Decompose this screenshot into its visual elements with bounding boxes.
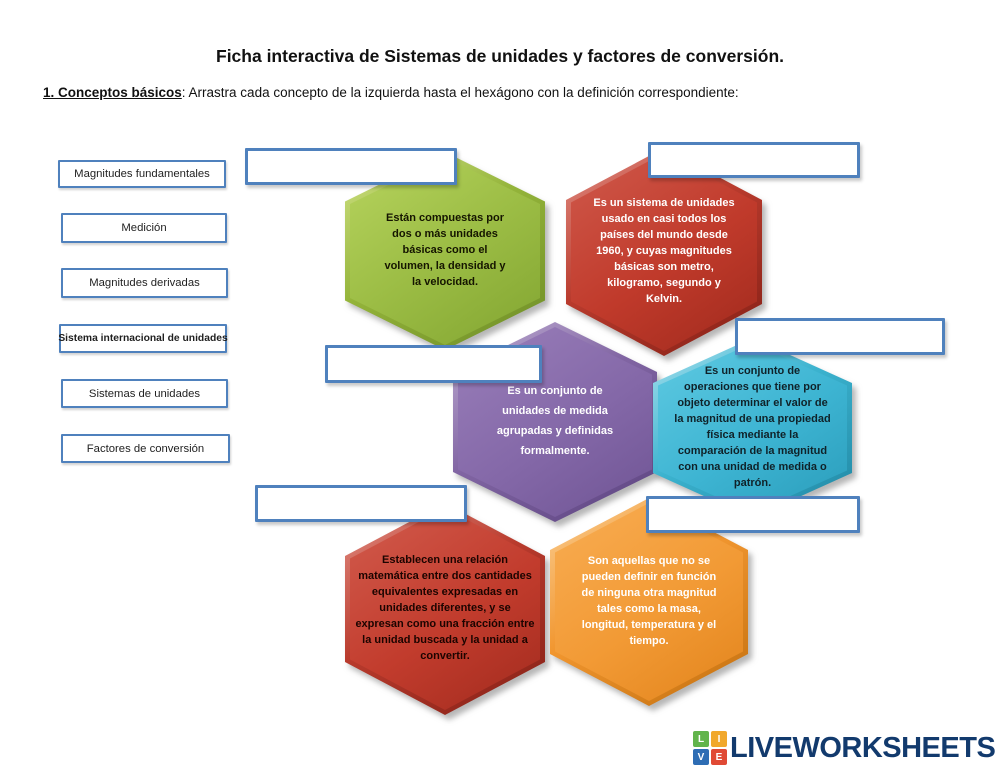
concept-sistema-internacional-de-unidades[interactable]: Sistema internacional de unidades bbox=[58, 324, 228, 353]
hexagon-red-bottom-definition: Establecen una relación matemática entre… bbox=[355, 554, 535, 662]
hexagon-orange-shape: Son aquellas que no se pueden definir en… bbox=[550, 498, 748, 706]
answer-box-teal[interactable] bbox=[735, 318, 945, 355]
hexagon-red-top-shape: Es un sistema de unidades usado en casi … bbox=[566, 148, 762, 356]
answer-box-red-top[interactable] bbox=[648, 142, 860, 178]
hexagon-red-bottom-shape: Establecen una relación matemática entre… bbox=[345, 503, 545, 715]
hexagon-green-definition: Están compuestas por dos o más unidades … bbox=[384, 212, 506, 288]
concept-medicion[interactable]: Medición bbox=[61, 213, 227, 243]
hexagon-orange-definition: Son aquellas que no se pueden definir en… bbox=[581, 555, 717, 647]
logo-square-l: L bbox=[693, 731, 709, 747]
hexagon-red-top-definition: Es un sistema de unidades usado en casi … bbox=[593, 197, 735, 305]
concept-magnitudes-derivadas[interactable]: Magnitudes derivadas bbox=[61, 268, 228, 298]
hexagon-purple-definition: Es un conjunto de unidades de medida agr… bbox=[496, 385, 614, 457]
instruction: 1. Conceptos básicos: Arrastra cada conc… bbox=[43, 85, 973, 100]
hexagon-red-top: Es un sistema de unidades usado en casi … bbox=[566, 148, 762, 356]
instruction-number: 1. Conceptos básicos bbox=[43, 85, 182, 100]
liveworksheets-logo[interactable]: L I V E LIVEWORKSHEETS bbox=[693, 731, 996, 765]
logo-square-v: V bbox=[693, 749, 709, 765]
hexagon-teal: Es un conjunto de operaciones que tiene … bbox=[653, 338, 852, 518]
answer-box-orange[interactable] bbox=[646, 496, 860, 533]
hexagon-teal-definition: Es un conjunto de operaciones que tiene … bbox=[674, 365, 831, 489]
hexagon-red-bottom: Establecen una relación matemática entre… bbox=[345, 503, 545, 715]
logo-square-i: I bbox=[711, 731, 727, 747]
hexagon-green-shape: Están compuestas por dos o más unidades … bbox=[345, 152, 545, 350]
hexagon-orange: Son aquellas que no se pueden definir en… bbox=[550, 498, 748, 706]
answer-box-red-bottom[interactable] bbox=[255, 485, 467, 522]
logo-text: LIVEWORKSHEETS bbox=[730, 731, 996, 764]
answer-box-purple[interactable] bbox=[325, 345, 542, 383]
instruction-text: : Arrastra cada concepto de la izquierda… bbox=[181, 85, 739, 100]
concept-sistemas-de-unidades[interactable]: Sistemas de unidades bbox=[61, 379, 228, 408]
hexagon-teal-shape: Es un conjunto de operaciones que tiene … bbox=[653, 338, 852, 518]
concept-magnitudes-fundamentales[interactable]: Magnitudes fundamentales bbox=[58, 160, 226, 188]
concept-factores-de-conversion[interactable]: Factores de conversión bbox=[61, 434, 230, 463]
answer-box-green[interactable] bbox=[245, 148, 457, 185]
logo-square-e: E bbox=[711, 749, 727, 765]
liveworksheets-icon: L I V E bbox=[693, 731, 727, 765]
page-title: Ficha interactiva de Sistemas de unidade… bbox=[216, 46, 784, 66]
hexagon-green: Están compuestas por dos o más unidades … bbox=[345, 152, 545, 350]
